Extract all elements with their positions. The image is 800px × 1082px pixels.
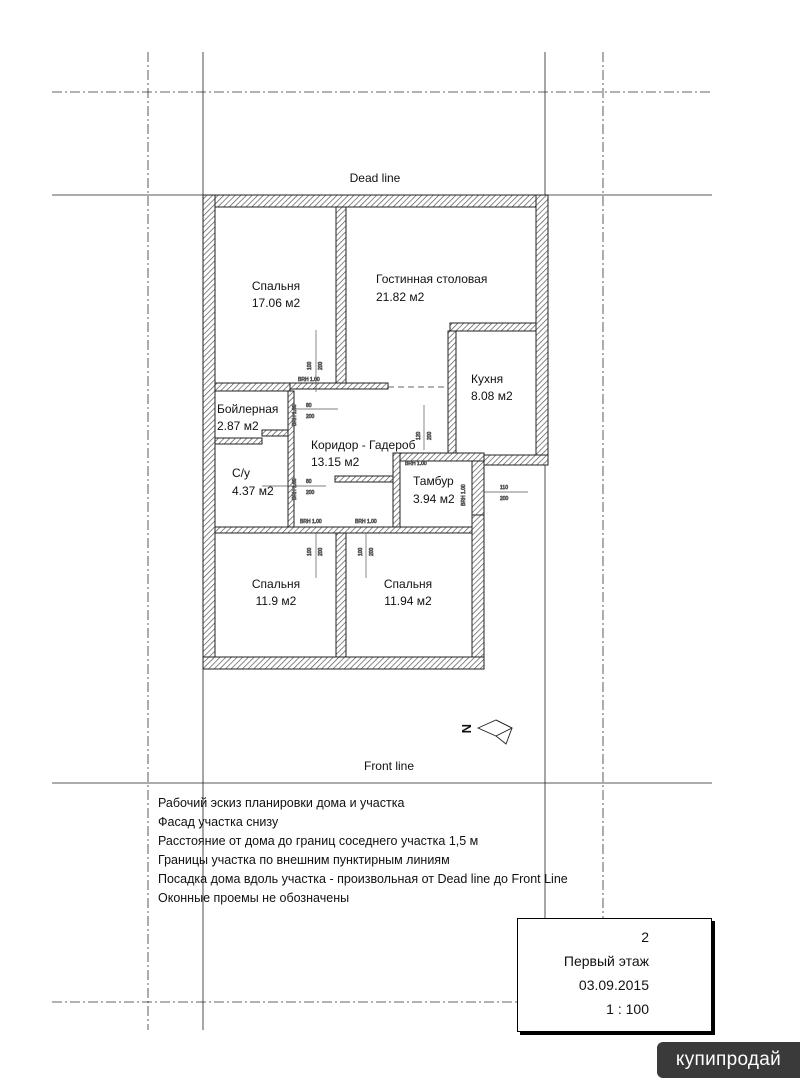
north-arrow-icon: N bbox=[459, 719, 514, 745]
room-area: 17.06 м2 bbox=[252, 296, 301, 310]
room-labels: Спальня 17.06 м2 Гостинная столовая 21.8… bbox=[217, 272, 513, 608]
notes-block: Рабочий эскиз планировки дома и участка … bbox=[158, 794, 568, 908]
door-mark-label: 100 bbox=[307, 361, 313, 370]
room-area: 8.08 м2 bbox=[471, 389, 513, 403]
room-area: 3.94 м2 bbox=[413, 492, 455, 506]
note-line: Посадка дома вдоль участка - произвольна… bbox=[158, 872, 568, 886]
room-area: 2.87 м2 bbox=[217, 419, 259, 433]
title-block: 2 Первый этаж 03.09.2015 1 : 100 bbox=[517, 918, 712, 1032]
room-area: 4.37 м2 bbox=[232, 484, 274, 498]
door-mark-label: 120 bbox=[416, 431, 422, 440]
door-mark-label: 200 bbox=[369, 547, 375, 556]
note-line: Расстояние от дома до границ соседнего у… bbox=[158, 834, 479, 848]
door-mark-label: 110 bbox=[500, 485, 508, 491]
brh-label: BRH 1.00 bbox=[292, 478, 298, 500]
door-mark-label: 100 bbox=[358, 547, 364, 556]
room-name: Коридор - Гадероб bbox=[311, 438, 416, 452]
brh-label: BRH 1.00 bbox=[298, 377, 320, 383]
front-line-label: Front line bbox=[364, 759, 414, 773]
door-mark-label: 200 bbox=[427, 431, 433, 440]
room-name: Гостинная столовая bbox=[376, 272, 487, 286]
room-area: 11.94 м2 bbox=[384, 594, 432, 608]
note-line: Рабочий эскиз планировки дома и участка bbox=[158, 796, 405, 810]
door-mark-label: 200 bbox=[500, 496, 509, 502]
brh-label: BRH 1.00 bbox=[461, 484, 467, 506]
walls bbox=[202, 194, 549, 670]
door-mark-label: 200 bbox=[318, 547, 324, 556]
door-mark-label: 100 bbox=[307, 547, 313, 556]
note-line: Фасад участка снизу bbox=[158, 815, 279, 829]
room-name: Спальня bbox=[252, 279, 300, 293]
brh-label: BRH 1.00 bbox=[300, 519, 322, 525]
room-name: С/у bbox=[232, 466, 250, 480]
room-name: Спальня bbox=[384, 577, 432, 591]
note-line: Границы участка по внешним пунктирным ли… bbox=[158, 853, 450, 867]
door-mark-label: 200 bbox=[318, 361, 324, 370]
plot-boundary-lines bbox=[52, 52, 712, 1030]
room-area: 21.82 м2 bbox=[376, 290, 425, 304]
room-name: Тамбур bbox=[413, 474, 454, 488]
sheet-date: 03.09.2015 bbox=[578, 977, 649, 993]
door-mark-label: 80 bbox=[306, 479, 312, 485]
brh-label: BRH 1.00 bbox=[292, 404, 298, 426]
room-area: 13.15 м2 bbox=[311, 455, 360, 469]
watermark-logo: купипродай bbox=[657, 1042, 800, 1078]
door-mark-label: 200 bbox=[306, 414, 315, 420]
note-line: Оконные проемы не обозначены bbox=[158, 891, 350, 905]
room-name: Спальня bbox=[252, 577, 300, 591]
door-marks: 100 200 BRH 1.00 80 200 BRH 1.00 120 200… bbox=[262, 330, 528, 578]
sheet-number: 2 bbox=[641, 929, 649, 945]
room-name: Кухня bbox=[471, 372, 503, 386]
dead-line-label: Dead line bbox=[350, 171, 401, 185]
door-mark-label: 80 bbox=[306, 403, 312, 409]
door-mark-label: 200 bbox=[306, 490, 315, 496]
sheet-scale: 1 : 100 bbox=[606, 1001, 649, 1017]
sheet-title: Первый этаж bbox=[563, 953, 649, 969]
room-area: 11.9 м2 bbox=[256, 594, 297, 608]
brh-label: BRH 1.00 bbox=[405, 461, 427, 467]
room-name: Бойлерная bbox=[217, 402, 278, 416]
brh-label: BRH 1.00 bbox=[355, 519, 377, 525]
north-label: N bbox=[459, 724, 474, 733]
